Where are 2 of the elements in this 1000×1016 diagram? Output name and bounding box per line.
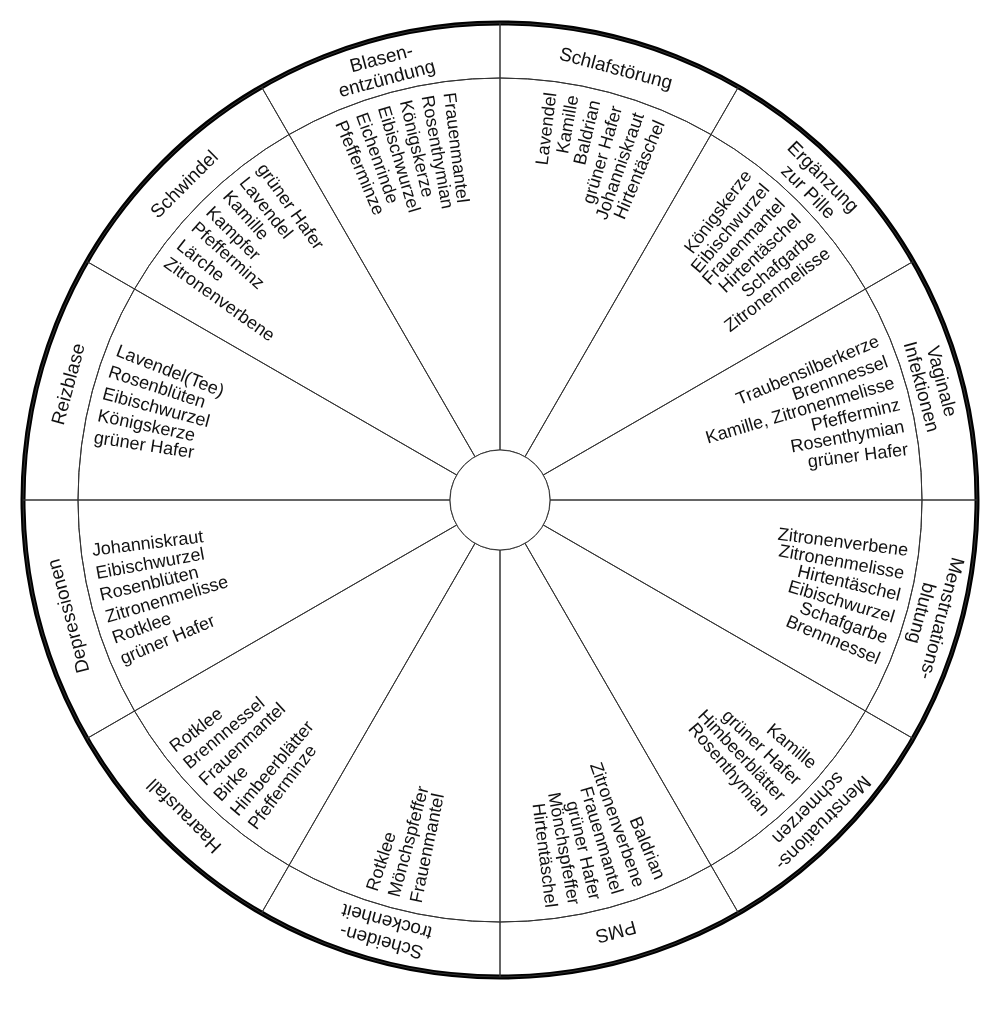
sector-heading: PMS [593,916,639,948]
hub-circle [449,449,551,551]
